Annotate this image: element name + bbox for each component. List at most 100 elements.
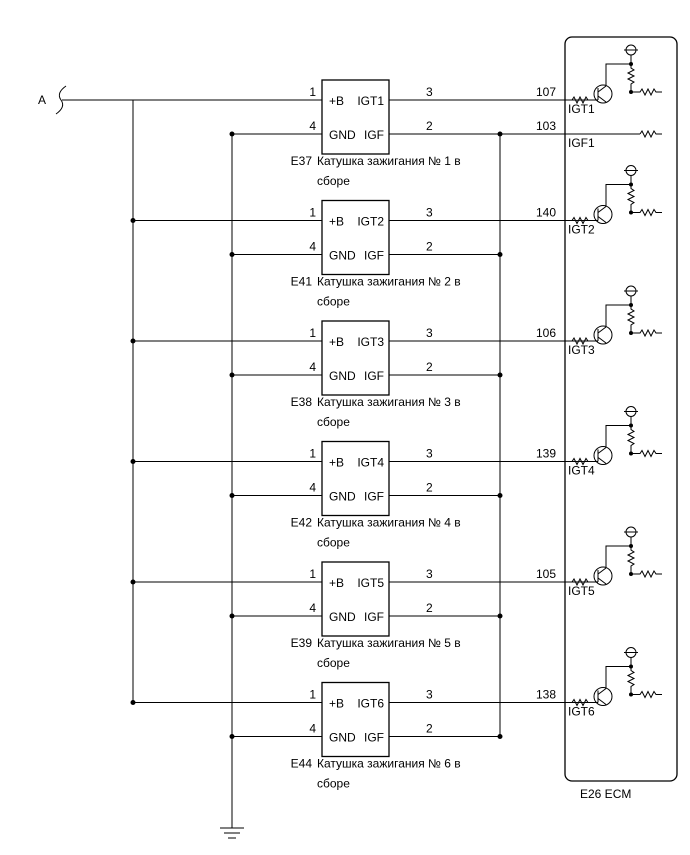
ground-junction-dot-2 — [229, 252, 235, 257]
coil-5-pin-igf: 2 — [426, 601, 433, 615]
ecm-igt-label-5: IGT5 — [568, 584, 595, 598]
coil-4-pin-igt: 3 — [426, 447, 433, 461]
igf-junction-dot-4 — [497, 493, 503, 498]
ecm-pullup-icon-2 — [624, 165, 662, 217]
ecm-transistor-icon-6 — [592, 666, 631, 706]
coil-1-label-gnd: GND — [329, 128, 356, 142]
ecm-igf-label: IGF1 — [568, 136, 595, 150]
coil-3-pin-igf: 2 — [426, 360, 433, 374]
ecm-igt-pin-4: 139 — [536, 447, 556, 461]
coil-2-pin-b: 1 — [309, 206, 316, 220]
coil-4-label-igf: IGF — [364, 490, 384, 504]
ecm-igt-pin-2: 140 — [536, 206, 556, 220]
igf-junction-dot-2 — [497, 252, 503, 257]
ecm-igt-label-3: IGT3 — [568, 343, 595, 357]
coil-1-box — [321, 79, 390, 155]
ecm-transistor-icon-5 — [592, 545, 631, 586]
coil-4-pin-igf: 2 — [426, 481, 433, 495]
coil-3-pin-b: 1 — [309, 326, 316, 340]
igf-resistor-icon — [639, 129, 662, 139]
ecm-igt-label-2: IGT2 — [568, 223, 595, 237]
coil-2-label-igt: IGT2 — [357, 215, 384, 229]
coil-3-box — [321, 320, 390, 396]
coil-3-pin-gnd: 4 — [309, 360, 316, 374]
ecm-input-resistor-icon-1 — [571, 95, 592, 105]
coil-6-label-igt: IGT6 — [357, 697, 384, 711]
coil-1-pin-b: 1 — [309, 85, 316, 99]
coil-5-label-b: +B — [329, 576, 344, 590]
coil-1-label-igt: IGT1 — [357, 94, 384, 108]
coil-6-pin-b: 1 — [309, 688, 316, 702]
coil-1-label-igf: IGF — [364, 128, 384, 142]
coil-5-label-gnd: GND — [329, 610, 356, 624]
coil-3-pin-igt: 3 — [426, 326, 433, 340]
ecm-igf-pin: 103 — [536, 119, 556, 133]
coil-6-pin-igf: 2 — [426, 722, 433, 736]
connector-a-symbol — [55, 85, 67, 115]
coil-3-label-igf: IGF — [364, 369, 384, 383]
ecm-transistor-icon-3 — [592, 304, 631, 345]
ecm-caption: E26 ECM — [580, 787, 631, 801]
coil-3-connector-code: E38 — [291, 395, 313, 409]
coil-6-connector-code: E44 — [291, 757, 313, 771]
coil-5-caption-line1: Катушка зажигания № 5 в — [317, 636, 461, 650]
ecm-pullup-icon-5 — [624, 526, 662, 579]
ecm-igt-pin-6: 138 — [536, 688, 556, 702]
coil-1-connector-code: E37 — [291, 154, 313, 168]
coil-6-pin-gnd: 4 — [309, 722, 316, 736]
coil-2-label-igf: IGF — [364, 249, 384, 263]
connector-a-label: A — [38, 93, 46, 107]
ground-junction-dot-5 — [229, 613, 235, 619]
ecm-igt-pin-3: 106 — [536, 326, 556, 340]
coil-5-caption-line2: сборе — [317, 656, 350, 670]
igf-junction-dot-5 — [497, 613, 503, 619]
coil-1-pin-igt: 3 — [426, 85, 433, 99]
ground-junction-dot-6 — [229, 734, 235, 739]
ecm-igt-label-1: IGT1 — [568, 102, 595, 116]
coil-2-caption-line1: Катушка зажигания № 2 в — [317, 275, 461, 289]
ecm-igt-label-6: IGT6 — [568, 705, 595, 719]
coil-2-label-b: +B — [329, 215, 344, 229]
coil-6-label-igf: IGF — [364, 731, 384, 745]
coil-4-caption-line1: Катушка зажигания № 4 в — [317, 516, 461, 530]
coil-3-caption-line1: Катушка зажигания № 3 в — [317, 395, 461, 409]
igf-junction-dot-3 — [497, 372, 503, 378]
coil-5-label-igf: IGF — [364, 610, 384, 624]
ground-junction-dot-4 — [229, 493, 235, 498]
ecm-transistor-icon-2 — [592, 184, 631, 224]
ecm-transistor-icon-4 — [592, 425, 631, 465]
coil-1-label-b: +B — [329, 94, 344, 108]
coil-3-label-b: +B — [329, 335, 344, 349]
ground-symbol — [220, 827, 244, 839]
coil-6-caption-line2: сборе — [317, 777, 350, 791]
coil-6-label-b: +B — [329, 697, 344, 711]
ground-junction-dot-1 — [229, 131, 235, 137]
coil-1-caption-line2: сборе — [317, 174, 350, 188]
ecm-pullup-icon-1 — [624, 44, 662, 97]
igf-junction-dot-1 — [497, 131, 503, 137]
coil-4-label-b: +B — [329, 456, 344, 470]
coil-4-caption-line2: сборе — [317, 536, 350, 550]
ecm-input-resistor-icon-5 — [571, 577, 592, 587]
ecm-input-resistor-icon-3 — [571, 336, 592, 346]
ecm-igt-pin-5: 105 — [536, 567, 556, 581]
coil-3-label-gnd: GND — [329, 369, 356, 383]
coil-6-pin-igt: 3 — [426, 688, 433, 702]
coil-1-pin-gnd: 4 — [309, 119, 316, 133]
ecm-transistor-icon-1 — [592, 63, 631, 104]
ecm-pullup-icon-3 — [624, 285, 662, 338]
coil-5-connector-code: E39 — [291, 636, 313, 650]
ecm-pullup-icon-6 — [624, 647, 662, 699]
coil-1-caption-line1: Катушка зажигания № 1 в — [317, 154, 461, 168]
ecm-input-resistor-icon-4 — [571, 457, 592, 466]
coil-4-label-gnd: GND — [329, 490, 356, 504]
coil-2-pin-igt: 3 — [426, 206, 433, 220]
ecm-enclosure — [564, 36, 678, 782]
coil-6-label-gnd: GND — [329, 731, 356, 745]
ecm-input-resistor-icon-2 — [571, 216, 592, 225]
coil-5-box — [321, 561, 390, 637]
coil-4-pin-b: 1 — [309, 447, 316, 461]
ecm-igt-label-4: IGT4 — [568, 464, 595, 478]
coil-2-caption-line2: сборе — [317, 295, 350, 309]
